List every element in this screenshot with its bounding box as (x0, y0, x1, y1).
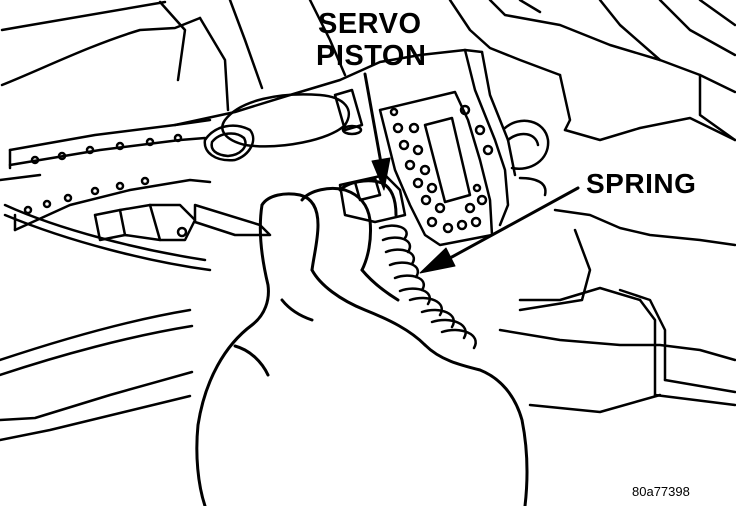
servo-piston-leader (363, 72, 383, 165)
spring-arrowhead (419, 247, 456, 274)
servo-piston-arrowhead (371, 157, 391, 191)
callout-arrows (363, 72, 580, 274)
servo-piston-label-line-1: SERVO (318, 8, 422, 40)
servo-piston-label-line-2: PISTON (316, 40, 427, 72)
transmission-case (0, 0, 736, 442)
figure-id: 80a77398 (632, 484, 690, 499)
spring-label: SPRING (586, 168, 697, 199)
hand (195, 179, 529, 506)
spring-leader (448, 186, 580, 260)
valve-body-plate (93, 48, 550, 247)
